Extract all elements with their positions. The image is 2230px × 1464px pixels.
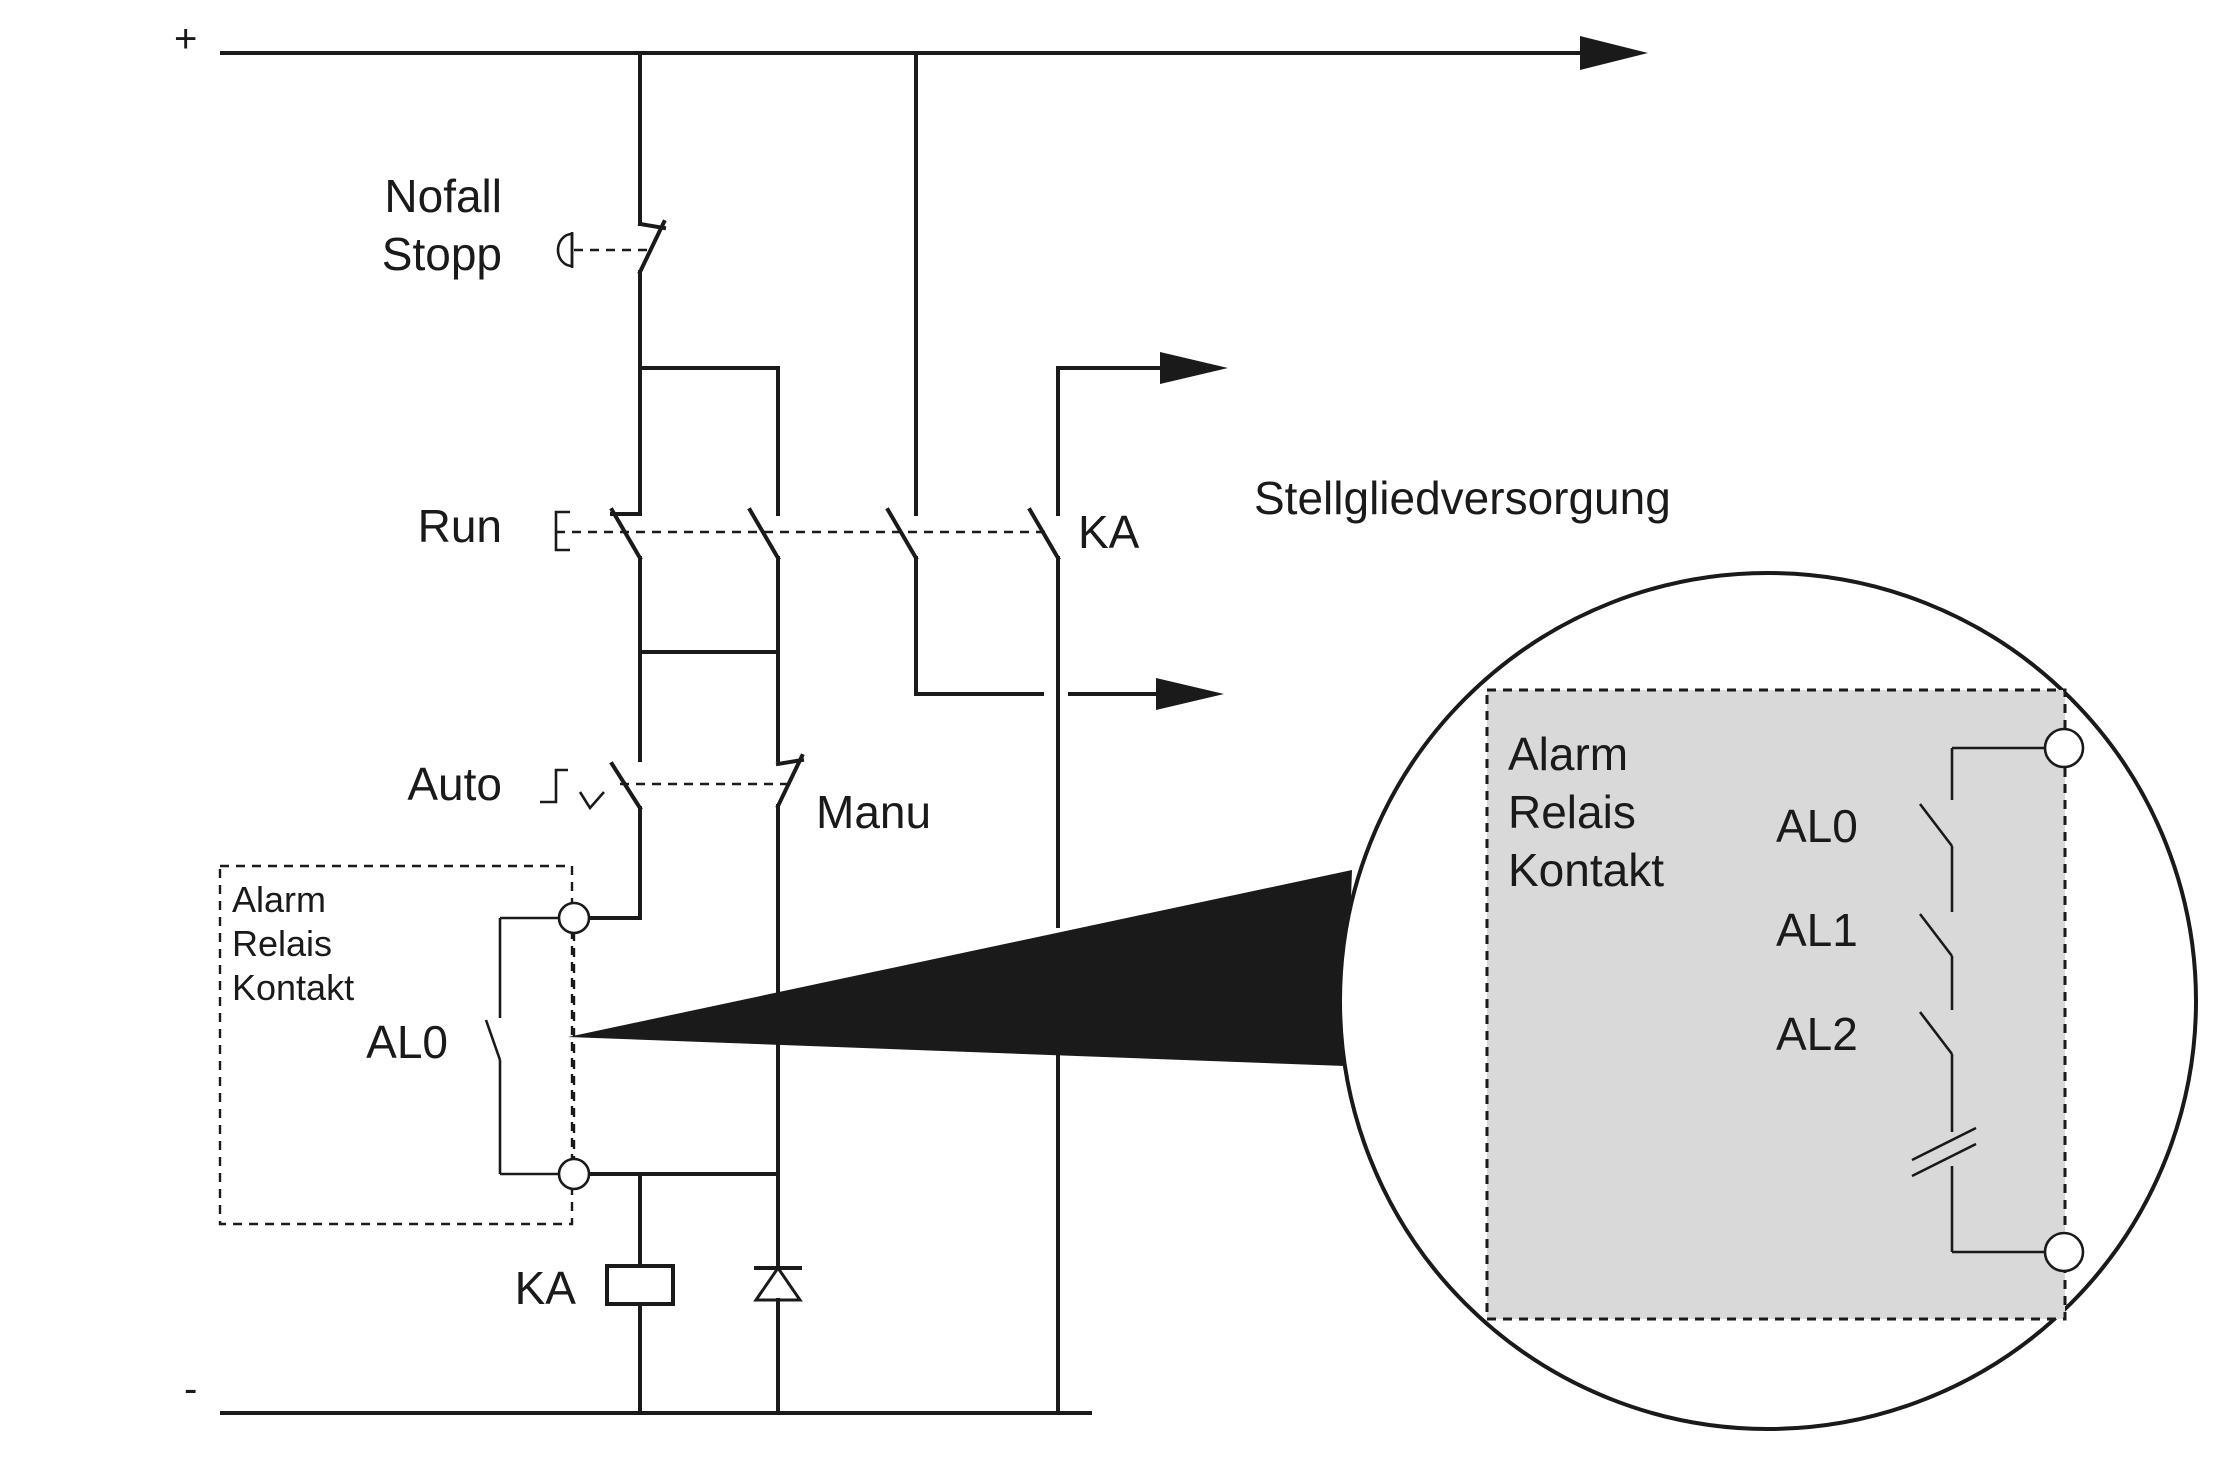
- run-label: Run: [418, 500, 502, 552]
- zoom-capacitor-2: [1911, 1142, 1977, 1178]
- zoom-contacts: [1911, 727, 2085, 1273]
- ka-contact: [1027, 507, 1061, 561]
- auto-contact: [609, 761, 643, 811]
- zoom-callout: [568, 571, 2198, 1431]
- supply-arrow-1: [1160, 352, 1228, 384]
- ka-coil-label: KA: [515, 1262, 577, 1314]
- zoom-line-2: Relais: [1508, 786, 1636, 838]
- zoom-terminal-top: [2043, 727, 2085, 769]
- al0-label: AL0: [366, 1016, 448, 1068]
- column-main: [572, 51, 675, 1415]
- zoom-terminal-bottom: [2043, 1231, 2085, 1273]
- mechanical-linkages: [540, 232, 1048, 811]
- column-self-hold: [638, 366, 805, 1415]
- zoom-al1-contact: [1918, 913, 1954, 957]
- run-contact-3: [885, 507, 919, 561]
- alarm-box-outline: [218, 864, 574, 1226]
- zoom-wedge: [568, 870, 1352, 1066]
- selector-head: [540, 768, 568, 804]
- alarm-box-line-3: Kontakt: [232, 967, 354, 1008]
- plus-rail-arrow: [1580, 36, 1648, 70]
- zoom-alarm-box: [1485, 688, 2067, 1321]
- supply-arrow-2: [1156, 678, 1224, 710]
- power-rails: [220, 36, 1648, 1415]
- zoom-al0-contact: [1918, 803, 1954, 847]
- zoom-al1-label: AL1: [1776, 904, 1858, 956]
- mushroom-head: [556, 232, 574, 268]
- alarm-box-line-2: Relais: [232, 923, 332, 964]
- zoom-al0-label: AL0: [1776, 800, 1858, 852]
- zoom-line-1: Alarm: [1508, 728, 1628, 780]
- column-supply-2: [885, 51, 1224, 710]
- emergency-stop-label-1: Nofall: [384, 170, 502, 222]
- run-contact-2: [747, 507, 781, 561]
- ka-coil: [605, 1264, 675, 1306]
- zoom-line-3: Kontakt: [1508, 844, 1664, 896]
- manu-label: Manu: [816, 786, 931, 838]
- alarm-relay-box: [218, 864, 591, 1226]
- column-supply-1: [1027, 352, 1228, 1415]
- alarm-terminal-top: [557, 901, 591, 935]
- auto-label: Auto: [407, 758, 502, 810]
- zoom-al2-label: AL2: [1776, 1008, 1858, 1060]
- zoom-al2-contact: [1918, 1011, 1954, 1055]
- plus-label: +: [174, 17, 197, 61]
- emergency-stop-label-2: Stopp: [382, 228, 502, 280]
- alarm-box-line-1: Alarm: [232, 879, 326, 920]
- ka-contact-label: KA: [1078, 506, 1140, 558]
- alarm-terminal-bottom: [557, 1157, 591, 1191]
- actuator-supply-label: Stellgliedversorgung: [1254, 472, 1671, 524]
- minus-label: -: [184, 1367, 197, 1411]
- zoom-capacitor-1: [1911, 1126, 1977, 1162]
- al0-contact: [484, 1019, 502, 1061]
- diode: [753, 1265, 803, 1302]
